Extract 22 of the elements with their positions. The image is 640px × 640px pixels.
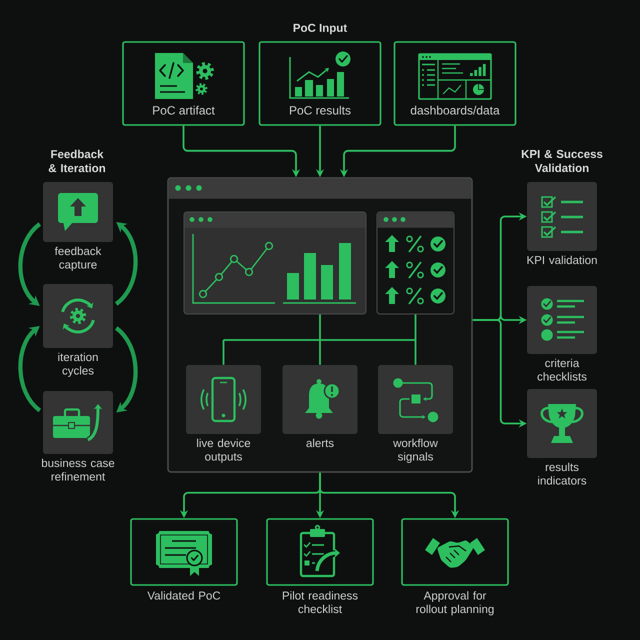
tile-caption: business case refinement: [42, 458, 114, 481]
box-caption: Validated PoC: [147, 591, 220, 600]
tile-caption: live device outputs: [197, 438, 250, 463]
curved-arrow: [18, 222, 42, 306]
tile-caption: KPI validation: [527, 256, 597, 264]
box-caption: Pilot readiness checklist: [282, 591, 358, 614]
tile-caption: results indicators: [538, 462, 586, 485]
tile-caption: feedback capture: [54, 246, 102, 271]
tile-caption: workflow signals: [393, 438, 438, 463]
input-box: dashboards/data: [394, 41, 516, 126]
tile-caption: alerts: [306, 438, 334, 448]
section-heading: Feedback & Iteration: [48, 150, 106, 172]
curved-arrow: [114, 326, 138, 412]
section-heading: KPI & Success Validation: [522, 150, 602, 172]
box-caption: Approval for rollout planning: [416, 591, 494, 616]
connector-line: [222, 314, 416, 366]
tile-caption: iteration cycles: [58, 352, 98, 377]
curved-arrow: [114, 222, 138, 306]
tile-caption: criteria checklists: [538, 358, 586, 381]
input-box: PoC artifact: [122, 41, 245, 126]
curved-arrow: [18, 326, 42, 412]
input-box: PoC results: [258, 41, 382, 126]
